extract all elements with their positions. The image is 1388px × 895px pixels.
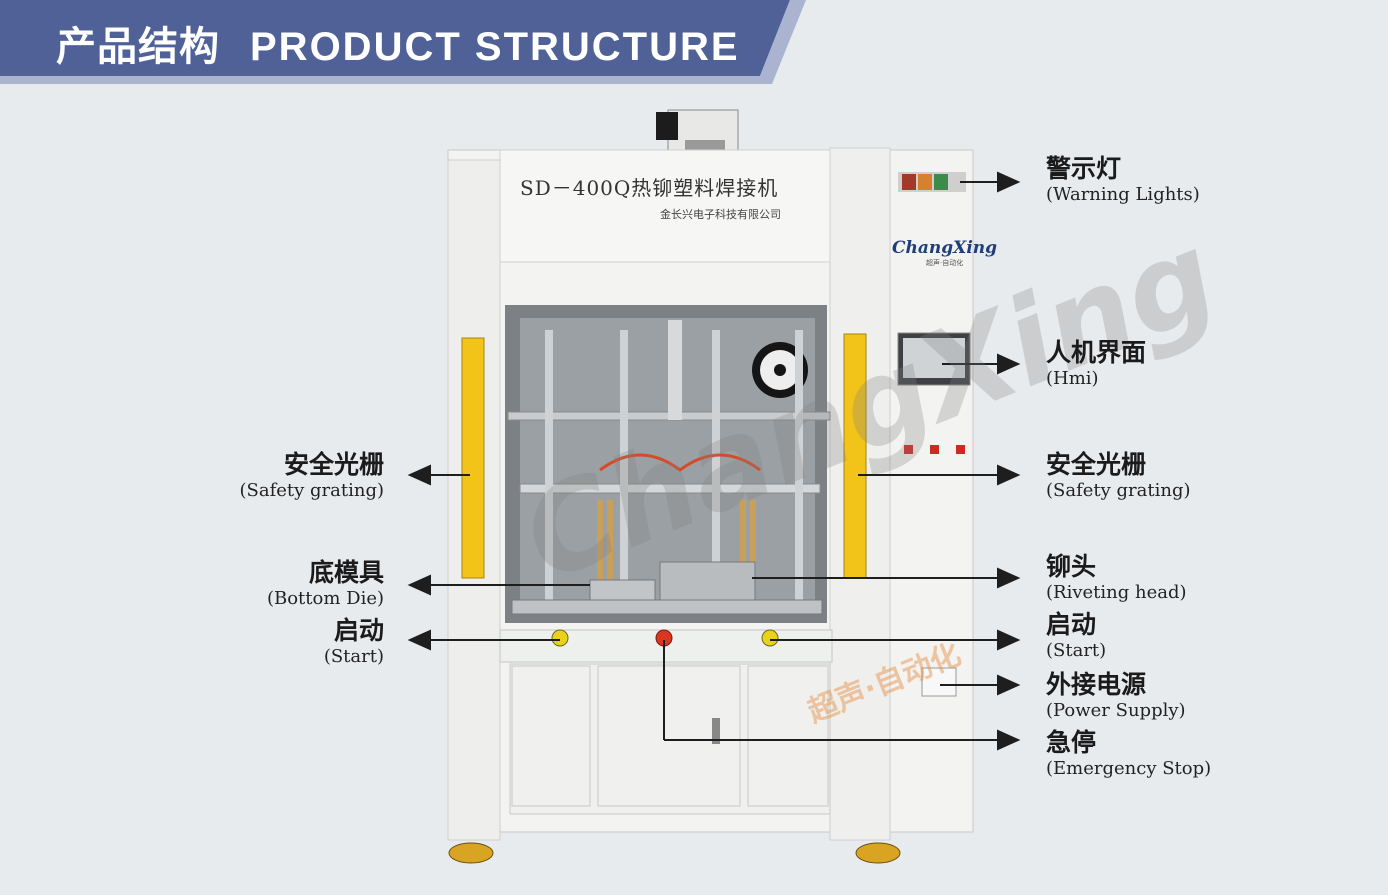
page-title-en: PRODUCT STRUCTURE bbox=[250, 25, 740, 69]
foot-right bbox=[855, 842, 901, 864]
safety-grating-left bbox=[461, 337, 485, 579]
callout-hmi-en: (Hmi) bbox=[1046, 368, 1099, 389]
callout-power-supply: 外接电源 (Power Supply) bbox=[1046, 670, 1186, 722]
page-title: 产品结构 PRODUCT STRUCTURE bbox=[56, 14, 740, 72]
start-button-left bbox=[551, 629, 569, 647]
callout-hmi: 人机界面 (Hmi) bbox=[1046, 338, 1146, 390]
callout-start-left-en: (Start) bbox=[323, 646, 384, 667]
callout-power-supply-en: (Power Supply) bbox=[1046, 700, 1186, 721]
callout-warning-lights-cn: 警示灯 bbox=[1046, 154, 1122, 183]
brand-logo: ChangXing bbox=[892, 238, 998, 258]
callout-start-right-cn: 启动 bbox=[1046, 610, 1097, 639]
callout-bottom-die-en: (Bottom Die) bbox=[266, 588, 384, 609]
power-outlet bbox=[921, 667, 957, 697]
callout-warning-lights: 警示灯 (Warning Lights) bbox=[1046, 154, 1200, 206]
callout-safety-grating-left-en: (Safety grating) bbox=[239, 480, 384, 501]
header-banner bbox=[0, 0, 806, 84]
callout-warning-lights-en: (Warning Lights) bbox=[1046, 184, 1200, 205]
callout-riveting-head-en: (Riveting head) bbox=[1046, 582, 1187, 603]
callout-safety-grating-left-cn: 安全光栅 bbox=[283, 450, 384, 479]
page-title-cn: 产品结构 bbox=[56, 24, 220, 70]
foot-left bbox=[448, 842, 494, 864]
callout-start-left: 启动 (Start) bbox=[324, 616, 384, 668]
callout-emergency-stop: 急停 (Emergency Stop) bbox=[1046, 728, 1211, 780]
callout-riveting-head: 铆头 (Riveting head) bbox=[1046, 552, 1187, 604]
callout-riveting-head-cn: 铆头 bbox=[1046, 552, 1097, 581]
callout-start-right: 启动 (Start) bbox=[1046, 610, 1106, 662]
model-plate: SD－400Q热铆塑料焊接机 bbox=[520, 176, 779, 200]
callout-emergency-stop-cn: 急停 bbox=[1046, 728, 1097, 757]
callout-start-right-en: (Start) bbox=[1046, 640, 1107, 661]
company-name: 金长兴电子科技有限公司 bbox=[660, 208, 781, 221]
callout-power-supply-cn: 外接电源 bbox=[1046, 670, 1147, 699]
callout-bottom-die-cn: 底模具 bbox=[308, 558, 384, 587]
callout-safety-grating-right-cn: 安全光栅 bbox=[1046, 450, 1147, 479]
callout-start-left-cn: 启动 bbox=[333, 616, 384, 645]
callout-bottom-die: 底模具 (Bottom Die) bbox=[267, 558, 384, 610]
brand-tagline: 超声·自动化 bbox=[926, 259, 964, 267]
callout-safety-grating-right-en: (Safety grating) bbox=[1046, 480, 1191, 501]
callout-safety-grating-right: 安全光栅 (Safety grating) bbox=[1046, 450, 1191, 502]
callout-safety-grating-left: 安全光栅 (Safety grating) bbox=[239, 450, 384, 502]
callout-emergency-stop-en: (Emergency Stop) bbox=[1046, 758, 1212, 779]
start-button-right bbox=[761, 629, 779, 647]
callout-hmi-cn: 人机界面 bbox=[1046, 338, 1147, 367]
